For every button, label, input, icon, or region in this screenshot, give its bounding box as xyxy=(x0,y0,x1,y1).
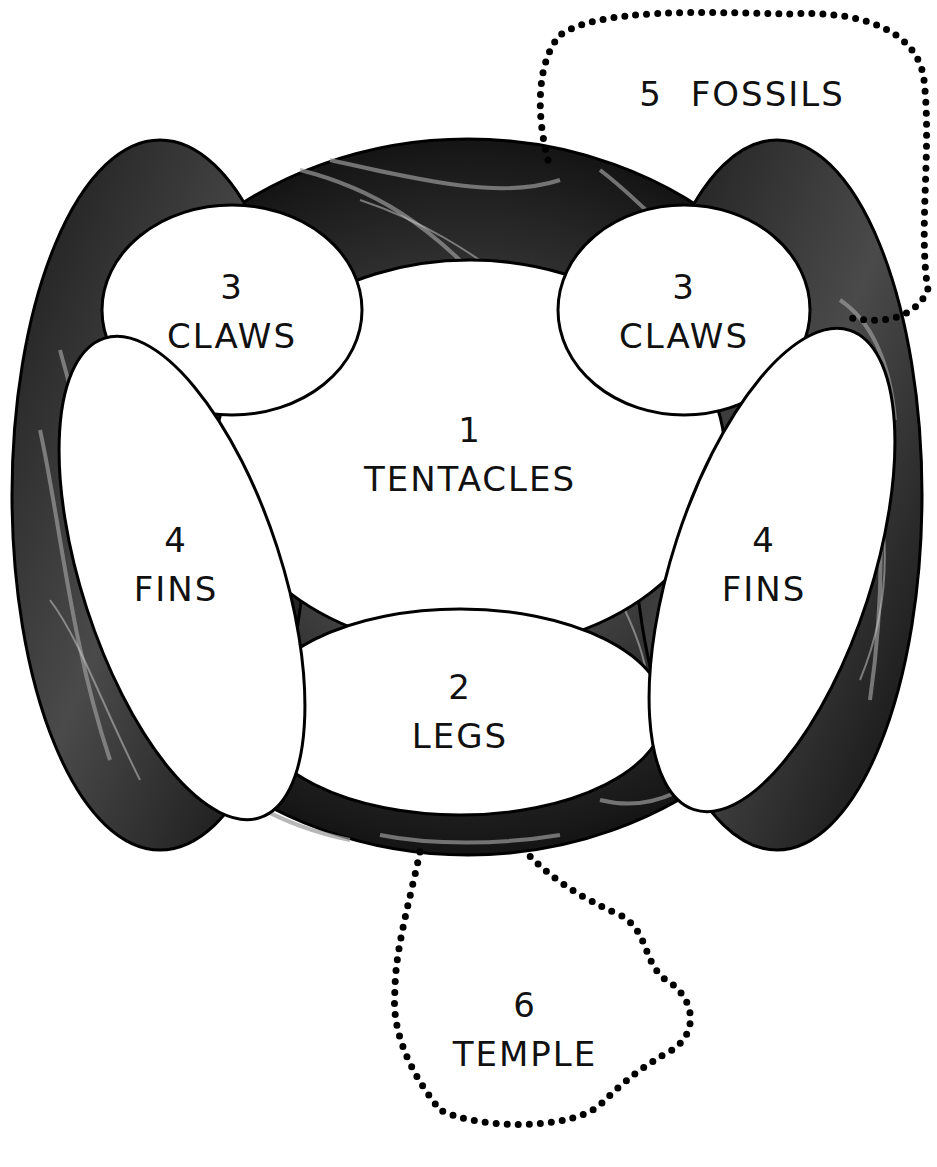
area-name: CLAWS xyxy=(619,312,749,361)
area-number: 5 xyxy=(639,70,663,119)
label-group: 4FINS xyxy=(134,516,219,615)
label-group: 3CLAWS xyxy=(167,263,297,362)
dotted-border xyxy=(394,852,690,1124)
area-name: CLAWS xyxy=(167,312,297,361)
label-group: 3CLAWS xyxy=(619,263,749,362)
area-number: 3 xyxy=(220,263,244,312)
area-number: 6 xyxy=(513,981,537,1030)
area-number: 2 xyxy=(448,663,472,712)
fins-area: 4FINS xyxy=(672,318,872,822)
area-number: 4 xyxy=(164,516,188,565)
region-outline xyxy=(255,609,665,815)
region-shape xyxy=(255,609,665,815)
temple-region: 6TEMPLE xyxy=(380,840,710,1140)
label-group: 1TENTACLES xyxy=(364,406,576,505)
area-name: FINS xyxy=(134,565,219,614)
area-name: TEMPLE xyxy=(453,1030,598,1079)
area-name: LEGS xyxy=(412,712,508,761)
area-name: FINS xyxy=(722,565,807,614)
area-name: FOSSILS xyxy=(691,70,845,119)
region-shape xyxy=(215,260,725,650)
label-group: 5 FOSSILS xyxy=(639,70,845,119)
fins-area: 4FINS xyxy=(82,326,282,830)
label-group: 2LEGS xyxy=(412,663,508,762)
legs-area: 2LEGS xyxy=(255,609,665,815)
dotted-outline xyxy=(380,840,710,1140)
area-name: TENTACLES xyxy=(364,455,576,504)
area-number: 3 xyxy=(672,263,696,312)
area-number: 1 xyxy=(458,406,482,455)
region-shape xyxy=(599,299,937,840)
label-group: 4FINS xyxy=(722,516,807,615)
label-group: 6TEMPLE xyxy=(453,981,598,1080)
area-number: 4 xyxy=(752,516,776,565)
